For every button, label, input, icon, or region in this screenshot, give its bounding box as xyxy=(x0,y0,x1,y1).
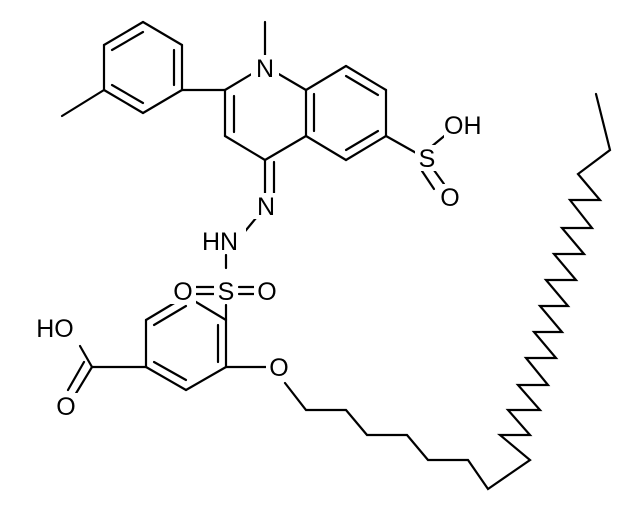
atom-hydrazone-n: N xyxy=(252,193,280,221)
svg-text:O: O xyxy=(440,184,459,212)
svg-text:OH: OH xyxy=(444,112,482,140)
atom-n-methyl: N xyxy=(251,55,279,83)
atom-sulfonic-s: S xyxy=(415,145,439,173)
svg-text:N: N xyxy=(256,55,274,83)
svg-text:N: N xyxy=(257,193,275,221)
alkyl-chain xyxy=(283,92,612,491)
svg-text:S: S xyxy=(218,278,235,306)
atom-acid-ho: HO xyxy=(31,315,79,343)
svg-text:O: O xyxy=(173,278,192,306)
atom-ether-o: O xyxy=(266,354,292,382)
bonds xyxy=(60,20,612,491)
tolyl-ring xyxy=(60,20,227,118)
atom-sulfonyl-o-left: O xyxy=(170,278,196,306)
benzoic-ring xyxy=(66,294,269,397)
atom-hydrazine-nh: HN xyxy=(194,228,246,256)
atom-sulfonyl-s: S xyxy=(214,278,238,306)
atom-acid-o: O xyxy=(53,393,79,421)
atom-sulfonic-oh: OH xyxy=(444,112,488,140)
svg-text:HN: HN xyxy=(202,228,238,256)
svg-text:O: O xyxy=(269,354,288,382)
svg-text:HO: HO xyxy=(36,315,74,343)
atom-sulfonic-o: O xyxy=(438,184,464,212)
svg-text:O: O xyxy=(56,393,75,421)
atom-labels: N OH S O N HN S O xyxy=(31,55,488,421)
svg-text:O: O xyxy=(257,278,276,306)
atom-sulfonyl-o-right: O xyxy=(254,278,280,306)
svg-text:S: S xyxy=(419,145,436,173)
